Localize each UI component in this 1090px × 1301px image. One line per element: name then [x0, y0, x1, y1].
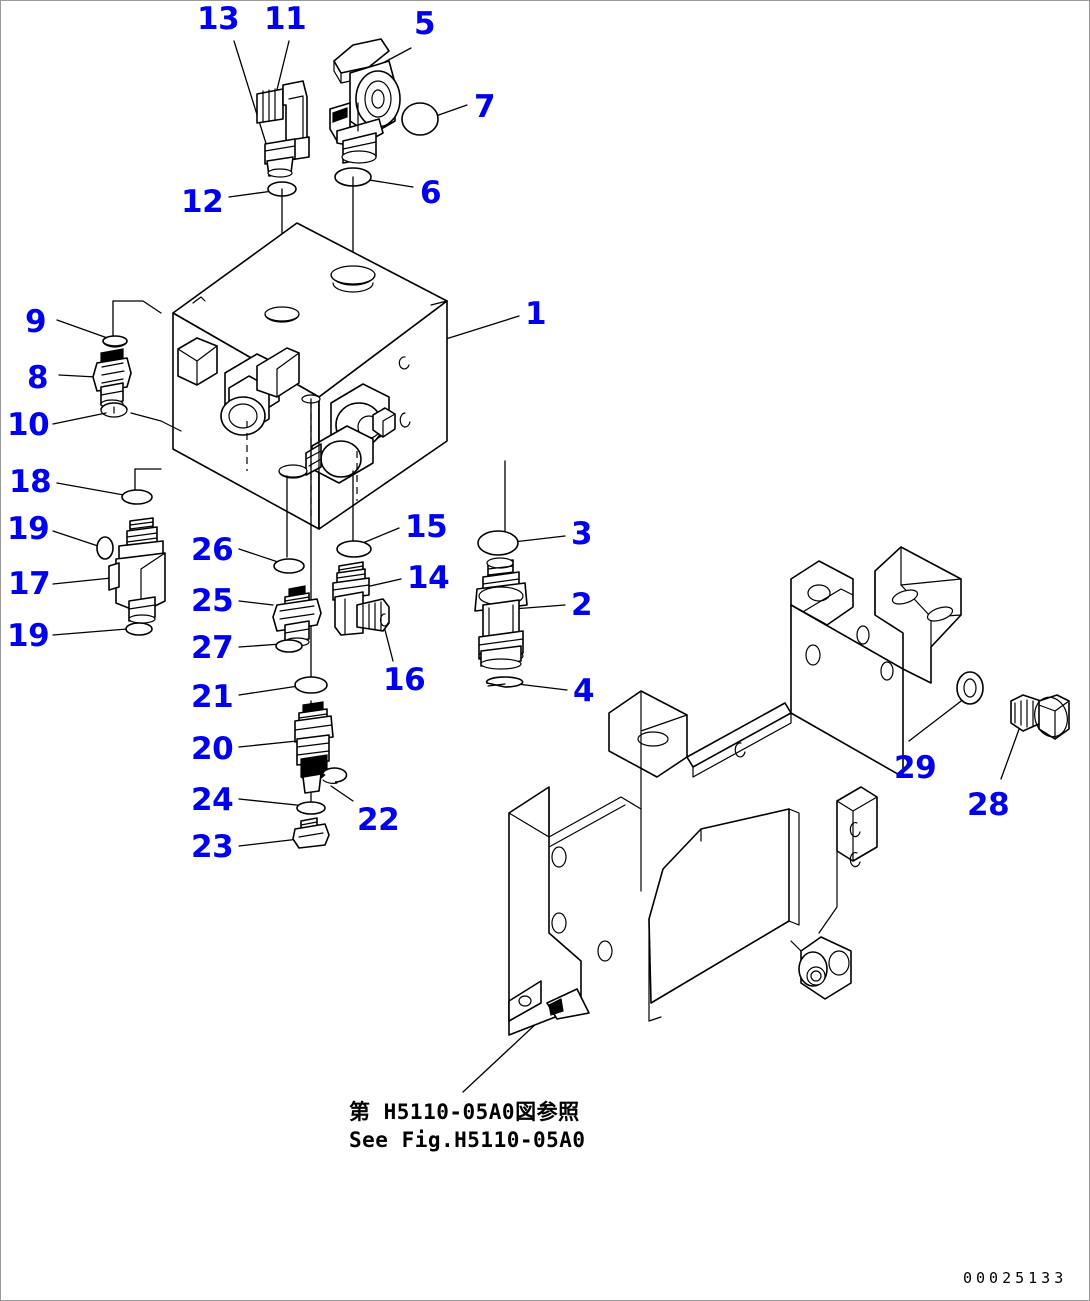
drawing-number: 00025133 — [963, 1269, 1068, 1287]
callout-9[interactable]: 9 — [25, 304, 47, 340]
part-mounting-bracket — [508, 546, 962, 1036]
callout-14[interactable]: 14 — [407, 560, 450, 596]
callout-2[interactable]: 2 — [571, 587, 593, 623]
callout-18[interactable]: 18 — [9, 464, 52, 500]
callout-7[interactable]: 7 — [474, 89, 496, 125]
part-elbow-fitting-11-13 — [256, 80, 310, 178]
callout-15[interactable]: 15 — [405, 509, 448, 545]
part-group-25-26-27 — [272, 558, 322, 653]
part-group-2-3-4 — [474, 530, 528, 688]
part-bolt-28 — [1010, 694, 1070, 740]
callout-22[interactable]: 22 — [357, 802, 400, 838]
part-washer-29 — [956, 671, 984, 705]
callout-17[interactable]: 17 — [8, 566, 51, 602]
callout-29[interactable]: 29 — [894, 750, 937, 786]
callout-1[interactable]: 1 — [525, 296, 547, 332]
callout-8[interactable]: 8 — [27, 360, 49, 396]
callout-27[interactable]: 27 — [191, 630, 234, 666]
callout-26[interactable]: 26 — [191, 532, 234, 568]
part-group-20-21-22-23-24 — [292, 676, 348, 849]
callout-4[interactable]: 4 — [573, 673, 595, 709]
callout-5[interactable]: 5 — [414, 6, 436, 42]
part-group-17-18-19 — [96, 468, 166, 636]
callout-28[interactable]: 28 — [967, 787, 1010, 823]
callout-25[interactable]: 25 — [191, 583, 234, 619]
callout-16[interactable]: 16 — [383, 662, 426, 698]
part-valve-block-1 — [172, 222, 448, 530]
callout-13[interactable]: 13 — [197, 1, 240, 37]
part-group-14-15-16 — [332, 540, 390, 636]
callout-23[interactable]: 23 — [191, 829, 234, 865]
part-group-8-9-10 — [92, 300, 182, 432]
callout-24[interactable]: 24 — [191, 782, 234, 818]
callout-19-lower[interactable]: 19 — [7, 618, 50, 654]
callout-21[interactable]: 21 — [191, 679, 234, 715]
reference-note-en: See Fig.H5110-05A0 — [349, 1128, 586, 1152]
callout-10[interactable]: 10 — [7, 407, 50, 443]
callout-6[interactable]: 6 — [420, 175, 442, 211]
reference-note-jp: 第 H5110-05A0図参照 — [349, 1100, 580, 1124]
callout-11[interactable]: 11 — [264, 1, 307, 37]
callout-12[interactable]: 12 — [181, 184, 224, 220]
callout-19-upper[interactable]: 19 — [7, 511, 50, 547]
part-oring-7 — [401, 102, 439, 136]
callout-20[interactable]: 20 — [191, 731, 234, 767]
part-clamp-assembly-5 — [329, 38, 401, 164]
callout-3[interactable]: 3 — [571, 516, 593, 552]
